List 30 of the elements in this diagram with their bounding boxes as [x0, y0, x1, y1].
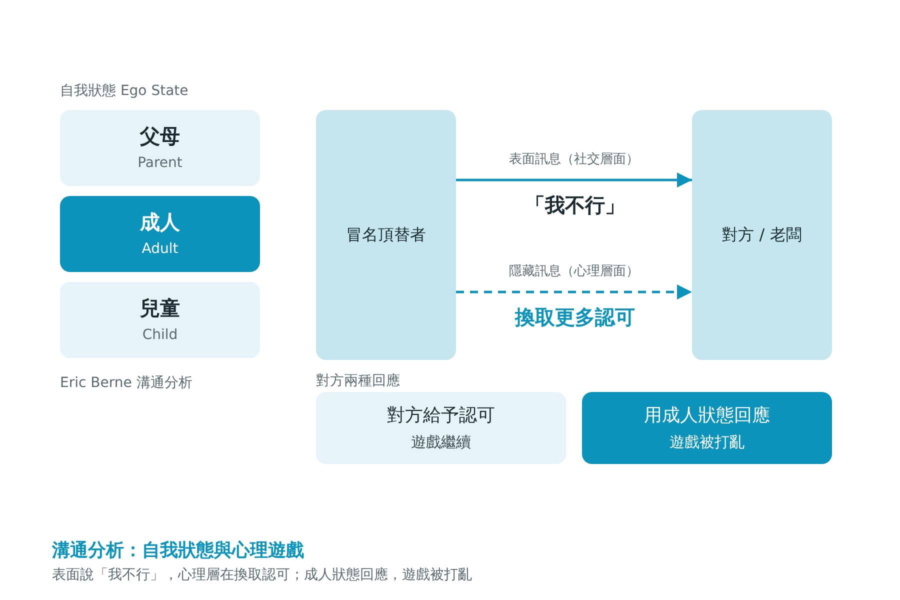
title: 溝通分析：自我狀態與心理遊戲 [52, 539, 304, 562]
edge-label: 表面訊息（社交層面） [509, 152, 639, 167]
box-subtitle: 遊戲繼續 [411, 432, 471, 452]
caption: 表面說「我不行」，心理層在換取認可；成人狀態回應，遊戲被打亂 [52, 566, 472, 584]
box-subtitle: Parent [138, 154, 182, 173]
box-title: 兒童 [140, 295, 180, 322]
state-box [60, 110, 260, 186]
box-title: 父母 [140, 123, 180, 150]
message-text: 「我不行」 [525, 193, 625, 217]
arrow [456, 284, 692, 300]
source-note: Eric Berne 溝通分析 [60, 375, 192, 391]
section-heading: 對方兩種回應 [316, 373, 400, 389]
person-box [316, 110, 456, 360]
state-box [60, 282, 260, 358]
box-subtitle: Adult [142, 240, 178, 259]
response-box [316, 392, 566, 464]
message-text: 換取更多認可 [515, 305, 635, 329]
box-subtitle: Child [142, 326, 178, 345]
box-title: 用成人狀態回應 [644, 404, 770, 428]
box-title: 對方給予認可 [387, 404, 495, 428]
box-title: 成人 [140, 209, 180, 236]
response-box [582, 392, 832, 464]
edge-label: 隱藏訊息（心理層面） [509, 264, 639, 279]
box-title: 對方 / 老闆 [722, 224, 802, 246]
state-box [60, 196, 260, 272]
section-heading: 自我狀態 Ego State [60, 83, 188, 99]
box-subtitle: 遊戲被打亂 [670, 432, 744, 452]
person-box [692, 110, 832, 360]
arrow [456, 172, 692, 188]
box-title: 冒名頂替者 [346, 224, 426, 246]
